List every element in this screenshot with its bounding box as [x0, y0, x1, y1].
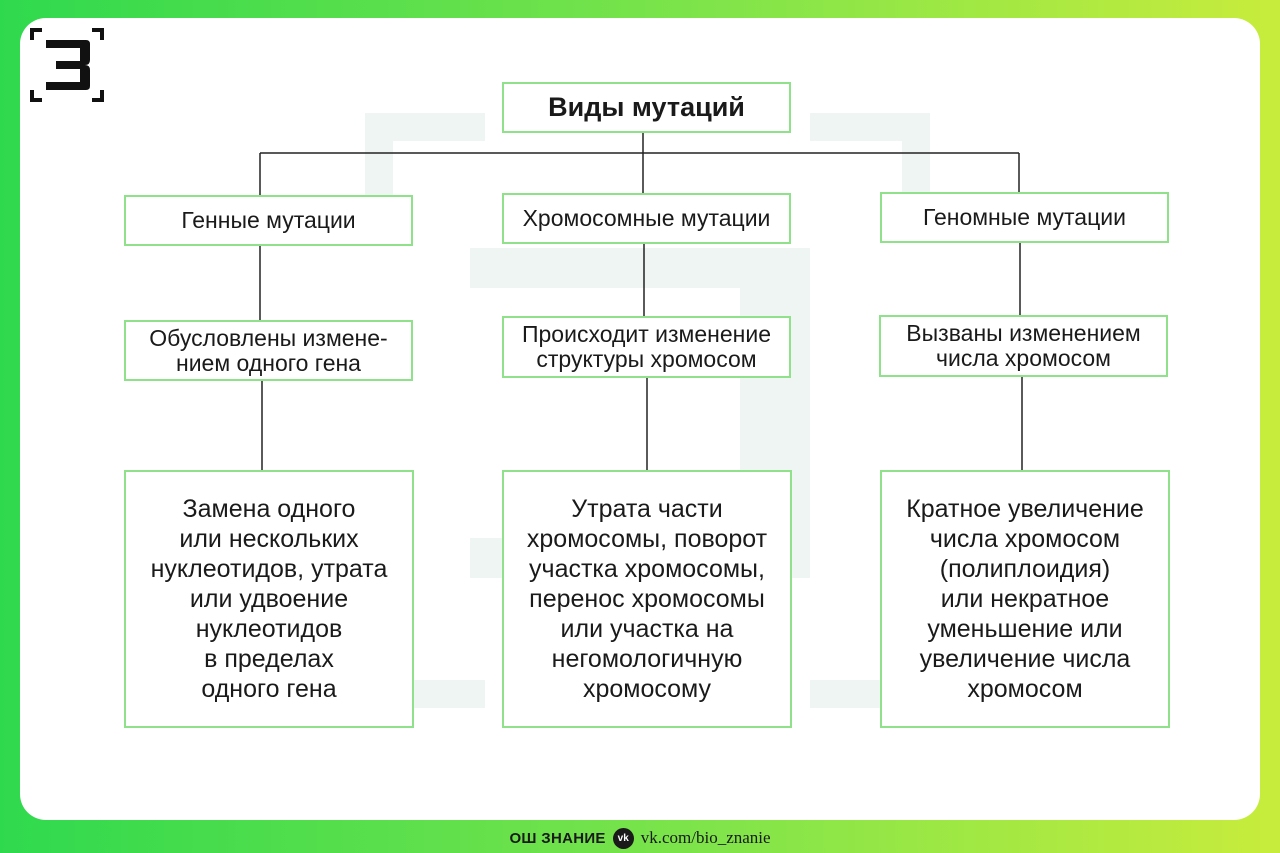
footer: ОШ ЗНАНИЕ vk vk.com/bio_znanie [0, 826, 1280, 850]
genomic-mutations-box: Геномные мутации [880, 192, 1169, 243]
vk-icon[interactable]: vk [612, 827, 634, 849]
chromosomal-mutations-cause: Происходит изменение структуры хромосом [502, 316, 791, 378]
genomic-mutations-detail: Кратное увеличение числа хромосом (полип… [880, 470, 1170, 728]
footer-vk-link[interactable]: vk.com/bio_znanie [640, 828, 771, 847]
gene-mutations-cause: Обусловлены измене- нием одного гена [124, 320, 413, 381]
chromosomal-mutations-detail: Утрата части хромосомы, поворот участка … [502, 470, 792, 728]
genomic-mutations-cause: Вызваны изменением числа хромосом [879, 315, 1168, 377]
diagram-title: Виды мутаций [502, 82, 791, 133]
bracket-3-logo-icon [30, 28, 104, 102]
chromosomal-mutations-box: Хромосомные мутации [502, 193, 791, 244]
gene-mutations-detail: Замена одного или нескольких нуклеотидов… [124, 470, 414, 728]
footer-brand: ОШ ЗНАНИЕ [509, 829, 606, 847]
gene-mutations-box: Генные мутации [124, 195, 413, 246]
